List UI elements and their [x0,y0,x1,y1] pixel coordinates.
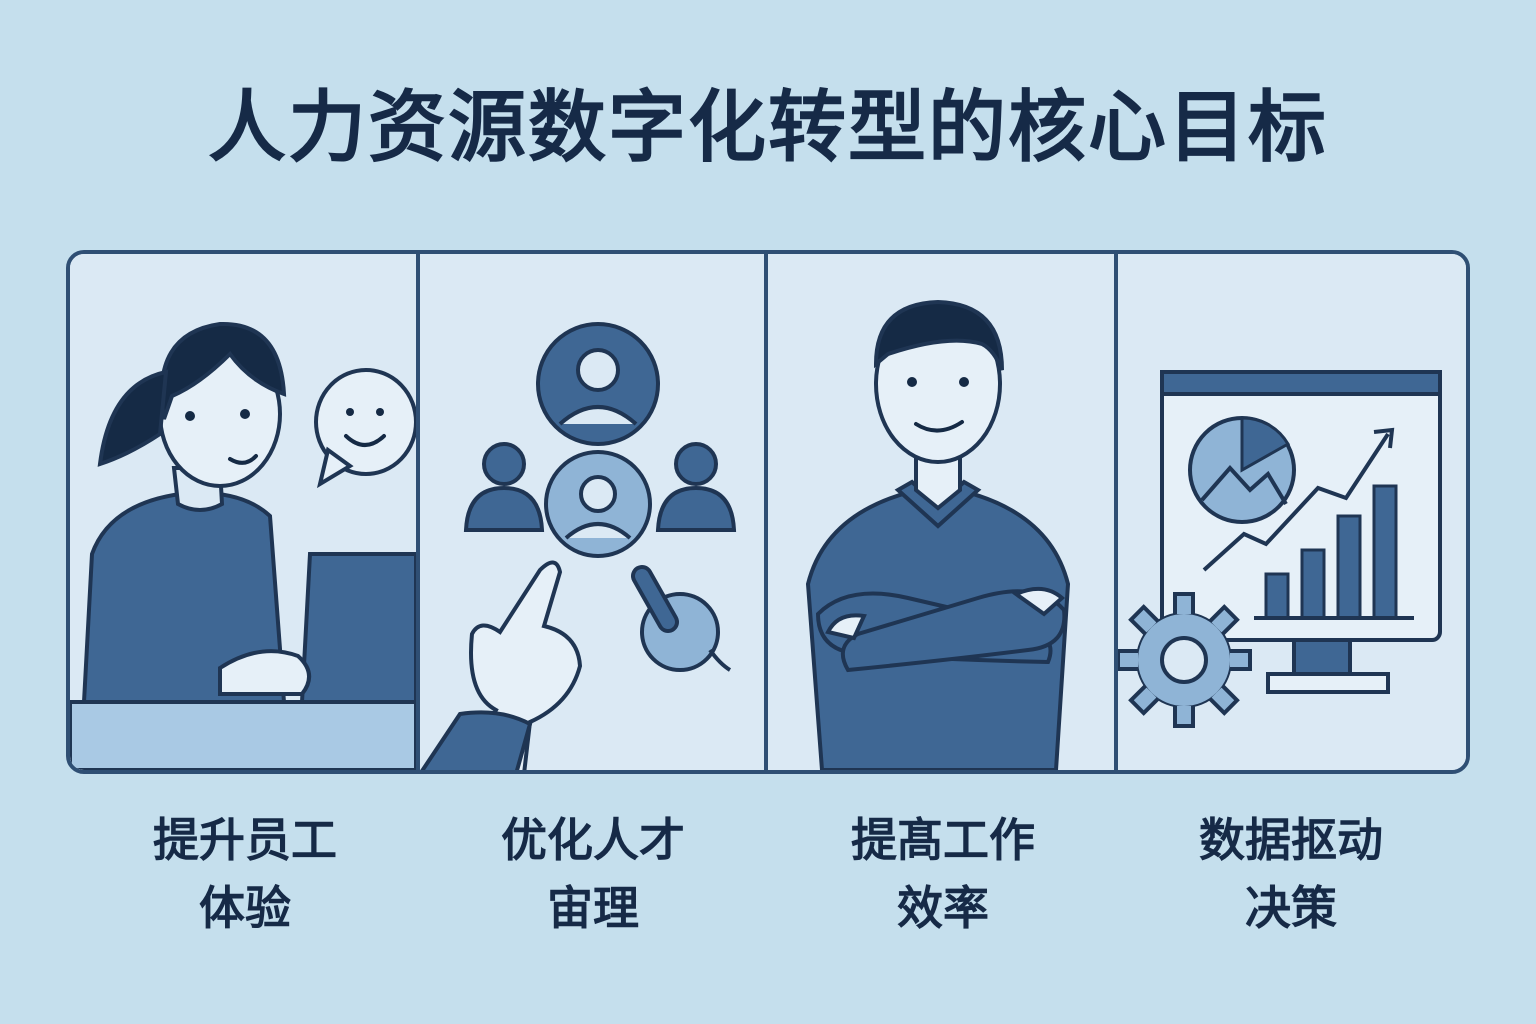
panel-talent-management [420,254,764,770]
goals-panel-strip [66,250,1470,774]
caption-line-1: 数据抠动 [1199,813,1383,867]
caption-employee-experience: 提升员工 体验 [70,806,420,942]
panel-divider [764,254,768,770]
caption-line-2: 体验 [199,881,291,935]
caption-line-1: 提升员工 [153,813,337,867]
data-chart-monitor-gear-icon [1118,254,1466,770]
caption-work-efficiency: 提髙工作 效率 [768,806,1118,942]
caption-line-2: 决策 [1245,881,1337,935]
panel-divider [416,254,420,770]
panel-work-efficiency [768,254,1114,770]
panel-divider [1114,254,1118,770]
caption-line-1: 提髙工作 [851,813,1035,867]
talent-selection-network-icon [420,254,764,770]
caption-data-driven-decision: 数据抠动 决策 [1116,806,1466,942]
caption-line-2: 宙理 [547,881,639,935]
panel-data-driven-decision [1118,254,1466,770]
page-title: 人力资源数字化转型的核心目标 [207,83,1328,173]
confident-man-arms-crossed-icon [768,254,1114,770]
woman-laptop-smile-icon [70,254,416,770]
caption-line-2: 效率 [897,881,989,935]
caption-talent-management: 优化人才 宙理 [418,806,768,942]
caption-line-1: 优化人才 [501,813,685,867]
gear-icon [1118,592,1252,728]
panel-employee-experience [70,254,416,770]
